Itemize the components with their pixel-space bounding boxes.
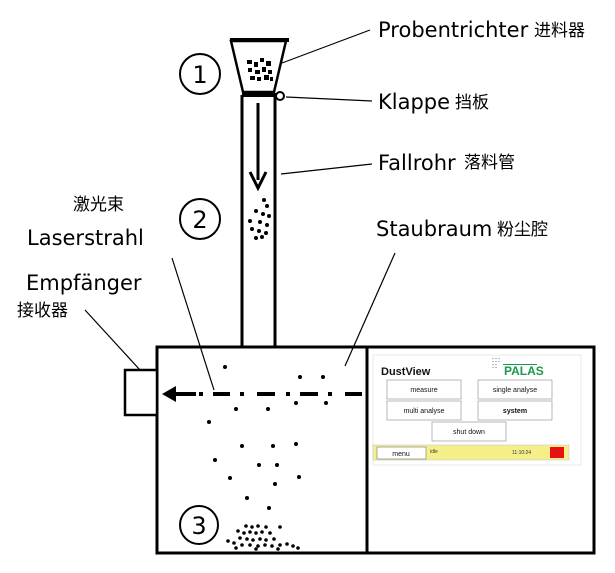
svg-text:system: system	[503, 408, 527, 415]
svg-text:1: 1	[192, 61, 207, 89]
status-bar: menu idle 11:10:24	[372, 444, 570, 461]
multi-analyse-button[interactable]: multi analyse	[386, 400, 462, 421]
receiver-box	[123, 368, 159, 417]
stage-2-marker: 2	[179, 198, 221, 240]
drop-tube	[240, 95, 277, 347]
receiver-label-de: Empfänger	[26, 271, 142, 295]
clock-time: 11:10:24	[512, 450, 531, 456]
menu-button[interactable]: menu	[376, 446, 427, 460]
dust-chamber	[155, 345, 596, 555]
system-button[interactable]: system	[477, 400, 553, 421]
hopper-particles	[247, 58, 273, 81]
fall-direction-arrow-icon	[248, 103, 268, 192]
stage-3-marker: 3	[179, 505, 219, 545]
svg-text:multi analyse: multi analyse	[404, 408, 445, 415]
status-text: idle	[430, 449, 438, 455]
leader-lines	[84, 29, 396, 391]
settled-particles	[226, 524, 300, 551]
palas-logo: PALAS	[492, 358, 544, 378]
tube-particles	[248, 198, 271, 240]
flap-label-de: Klappe	[378, 90, 450, 114]
flap-hinge	[275, 91, 285, 101]
svg-text:PALAS: PALAS	[504, 364, 544, 378]
shut-down-button[interactable]: shut down	[431, 421, 507, 442]
app-title: DustView	[381, 366, 431, 378]
dust-chamber-label-de: Staubraum	[376, 217, 492, 241]
sample-hopper	[229, 38, 289, 94]
receiver-label-zh: 接收器	[17, 301, 68, 321]
flap-label-zh: 挡板	[455, 93, 489, 113]
chamber-particles	[207, 365, 328, 510]
stage-1-marker: 1	[179, 53, 221, 95]
svg-text:3: 3	[191, 512, 206, 540]
laser-label-zh: 激光束	[73, 195, 124, 215]
svg-text:single analyse: single analyse	[493, 387, 537, 394]
dust-chamber-label-zh: 粉尘腔	[497, 220, 548, 240]
svg-text:menu: menu	[392, 451, 410, 458]
hopper-label-zh: 进料器	[534, 21, 585, 41]
measure-button[interactable]: measure	[386, 379, 462, 400]
svg-text:2: 2	[192, 206, 207, 234]
laser-beam	[162, 386, 362, 402]
single-analyse-button[interactable]: single analyse	[477, 379, 553, 400]
dustview-screen: DustView PALAS measure single analyse mu…	[372, 354, 582, 466]
laser-label-de: Laserstrahl	[27, 226, 144, 250]
svg-text:measure: measure	[410, 387, 437, 394]
drop-tube-label-zh: 落料管	[464, 153, 515, 173]
status-indicator	[550, 447, 564, 458]
drop-tube-label-de: Fallrohr	[378, 151, 456, 175]
svg-text:shut down: shut down	[453, 429, 485, 436]
hopper-label-de: Probentrichter	[378, 18, 529, 42]
